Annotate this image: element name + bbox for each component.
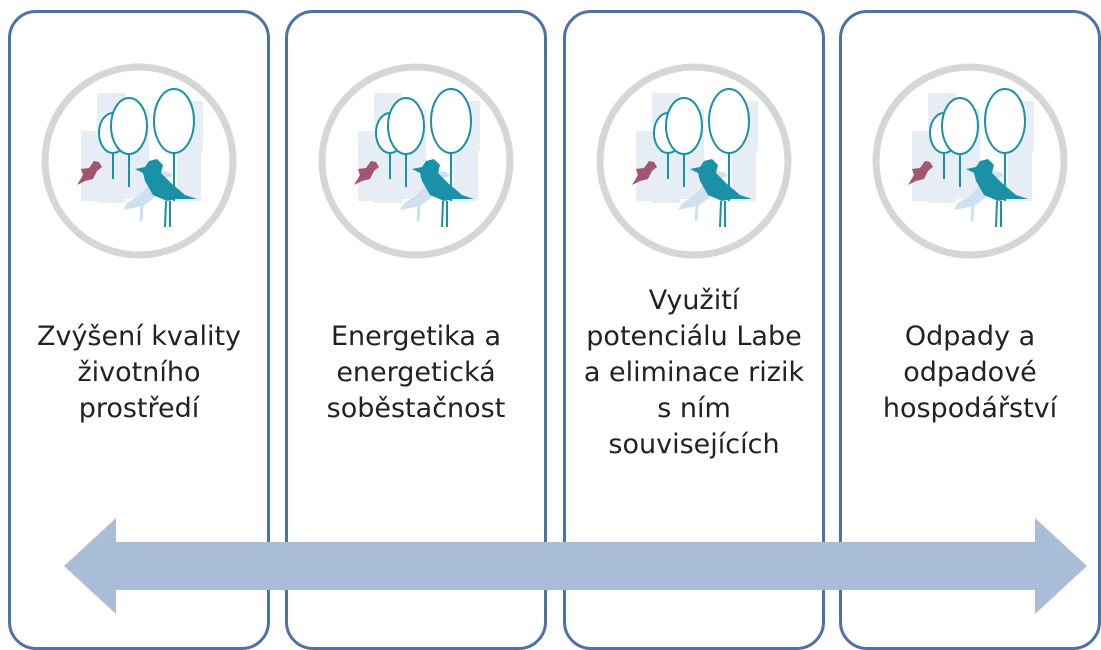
stage-label: Energetika a energetická soběstačnost — [326, 321, 506, 424]
city-trees-birds-icon — [39, 61, 239, 261]
stage-card-1: Zvýšení kvality životního prostředí — [8, 10, 270, 650]
stage-card-4: Odpady a odpadové hospodářství — [839, 10, 1101, 650]
stage-label: Zvýšení kvality životního prostředí — [36, 321, 242, 424]
city-trees-birds-icon — [870, 61, 1070, 261]
stage-label: Využití potenciálu Labe a eliminace rizi… — [583, 285, 805, 460]
stage-label: Odpady a odpadové hospodářství — [882, 321, 1058, 424]
stage-card-3: Využití potenciálu Labe a eliminace rizi… — [563, 10, 825, 650]
city-trees-birds-icon — [316, 61, 516, 261]
city-trees-birds-icon — [594, 61, 794, 261]
stage-card-2: Energetika a energetická soběstačnost — [285, 10, 547, 650]
